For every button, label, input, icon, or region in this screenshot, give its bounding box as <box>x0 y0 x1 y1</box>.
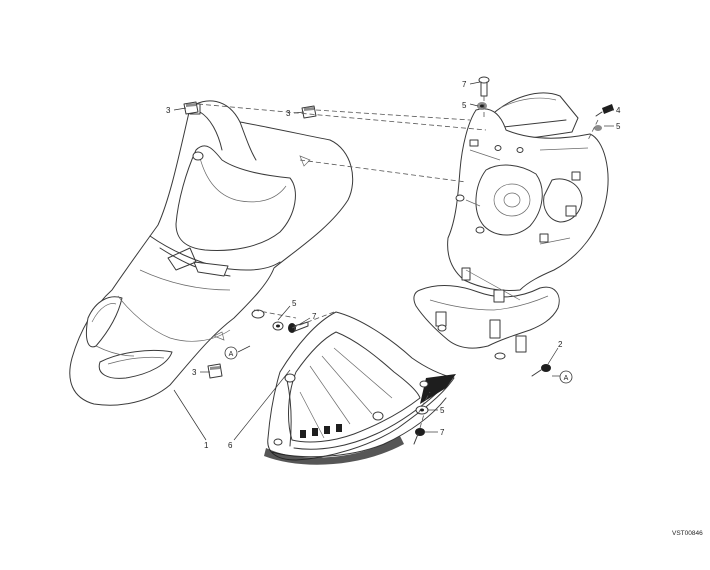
reference-marker-a-left: A <box>224 346 238 360</box>
callout-2: 2 <box>558 340 563 349</box>
clip-nut-3-top-center <box>301 105 317 119</box>
front-fairing <box>69 100 354 406</box>
callout-5-bracket-right: 5 <box>616 122 621 131</box>
reference-a-right-text: A <box>564 375 569 382</box>
callout-6: 6 <box>228 441 233 450</box>
callout-3-top-left: 3 <box>166 106 171 115</box>
clip-nut-3-lower <box>207 363 223 379</box>
callout-5-lower: 5 <box>440 406 445 415</box>
reference-a-left-text: A <box>229 351 234 358</box>
inner-air-duct-cover <box>264 311 456 465</box>
screw-7-lower <box>413 428 425 445</box>
washer-5-lower <box>415 405 429 415</box>
screw-7-fairing <box>288 321 309 333</box>
clip-nut-3-top-left <box>183 101 199 115</box>
screw-4-bracket-right <box>595 104 614 117</box>
reference-marker-a-right: A <box>559 370 573 384</box>
callout-7-lower: 7 <box>440 428 445 437</box>
washer-5-bracket-right <box>594 125 602 131</box>
callout-1: 1 <box>204 441 209 450</box>
assembly-lines <box>197 96 599 429</box>
callout-3-top-center: 3 <box>286 109 291 118</box>
screw-2 <box>531 364 551 377</box>
washer-5-fairing <box>272 321 284 331</box>
screw-7-bracket-top <box>478 76 490 97</box>
callout-7-fairing: 7 <box>312 312 317 321</box>
callout-3-lower: 3 <box>192 368 197 377</box>
washer-5-bracket-top <box>477 102 487 110</box>
callout-7-bracket-top: 7 <box>462 80 467 89</box>
fairing-support-bracket <box>413 92 609 360</box>
callout-5-bracket-top: 5 <box>462 101 467 110</box>
leader-lines <box>173 81 614 441</box>
callout-labels: 1 2 3 3 3 4 5 5 5 5 6 7 7 7 A A <box>166 80 621 450</box>
callout-5-fairing: 5 <box>292 299 297 308</box>
callout-4: 4 <box>616 106 621 115</box>
drawing-code: VST00846 <box>672 530 703 537</box>
